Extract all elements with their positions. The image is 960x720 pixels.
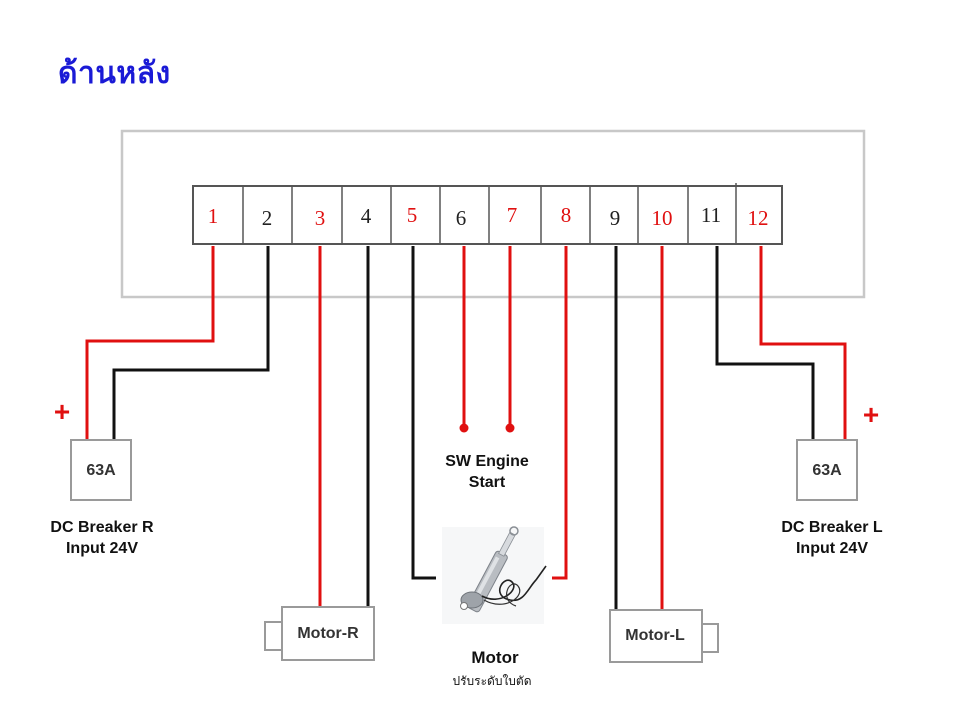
terminal-strip-frame	[192, 185, 783, 245]
terminal-7-label: 7	[507, 203, 518, 227]
terminal-10-label: 10	[652, 206, 673, 230]
wires	[85, 246, 847, 610]
switch-contact-dot	[505, 423, 515, 433]
wire-12-positive-l	[759, 246, 847, 441]
terminal-2-label: 2	[262, 206, 273, 230]
motor-r-body	[281, 606, 375, 661]
linear-actuator-icon	[442, 526, 547, 624]
dc-breaker-l-box	[796, 439, 858, 501]
dc-breaker-r-rating: 63A	[86, 462, 116, 479]
switch-label-line1: SW Engine	[445, 453, 529, 470]
dc-breaker-l-rating: 63A	[812, 462, 842, 479]
actuator-sublabel: ปรับระดับใบตัด	[452, 674, 531, 688]
terminal-6-label: 6	[456, 206, 467, 230]
positive-sign-r: +	[54, 396, 70, 427]
terminal-1-label: 1	[208, 204, 219, 228]
actuator-label: Motor	[471, 648, 519, 667]
motor-r-label: Motor-R	[297, 625, 359, 642]
terminal-8-label: 8	[561, 203, 572, 227]
motor-r: Motor-R	[264, 606, 375, 661]
wire-1-positive-r	[85, 246, 215, 441]
terminal-11-label: 11	[701, 203, 721, 227]
motor-l: Motor-L	[609, 609, 719, 663]
wire-2-negative-r	[112, 246, 270, 441]
positive-sign-l: +	[863, 399, 879, 430]
page-title: ด้านหลัง	[58, 56, 171, 91]
switch-contact-dot	[459, 423, 469, 433]
terminal-3-label: 3	[315, 206, 326, 230]
wire-8-actuator	[552, 246, 568, 580]
dc-breaker-r-box	[70, 439, 132, 501]
switch-label-line2: Start	[469, 474, 506, 491]
motor-l-body	[609, 609, 703, 663]
terminal-4-label: 4	[361, 204, 372, 228]
terminal-12-label: 12	[748, 206, 769, 230]
motor-r-shaft	[264, 621, 284, 651]
wire-11-negative-l	[715, 246, 815, 441]
wire-5-actuator	[411, 246, 436, 580]
terminal-strip: 1 2 3 4 5 6 7 8 9 10 11 12	[192, 183, 783, 245]
terminal-5-label: 5	[407, 203, 418, 227]
dc-breaker-l-input: Input 24V	[796, 540, 868, 557]
dc-breaker-l-name: DC Breaker L	[781, 519, 883, 536]
motor-l-label: Motor-L	[625, 627, 685, 644]
terminal-9-label: 9	[610, 206, 621, 230]
dc-breaker-r-input: Input 24V	[66, 540, 138, 557]
dc-breaker-r-name: DC Breaker R	[50, 519, 154, 536]
